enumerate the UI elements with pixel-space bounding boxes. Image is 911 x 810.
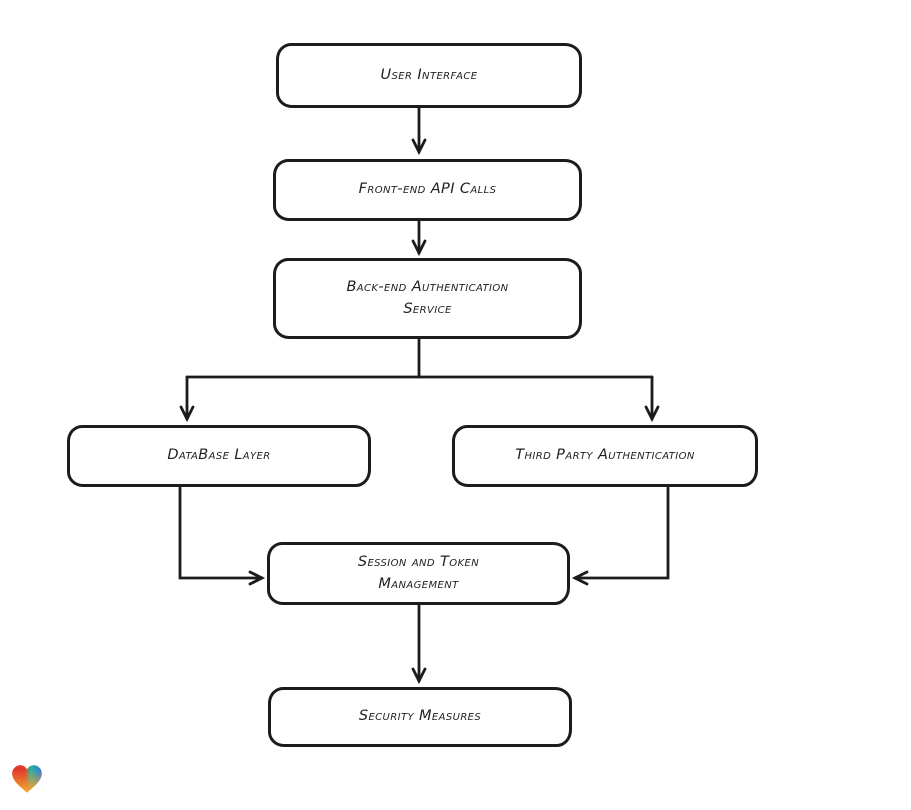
node-security-measures-label: Security Measures <box>358 708 482 725</box>
node-session-token-management[interactable]: Session and Token Management <box>267 542 570 605</box>
edge-database-to-session <box>178 486 266 586</box>
node-session-token-management-label: Session and Token Management <box>357 553 480 592</box>
node-user-interface-label: User Interface <box>380 66 478 83</box>
edge-thirdparty-to-session <box>571 486 670 586</box>
node-backend-authentication-service-label: Back-end Authentication Service <box>346 278 509 317</box>
eraser-heart-logo-icon[interactable] <box>10 762 44 796</box>
node-frontend-api-calls[interactable]: Front-end API Calls <box>273 159 582 221</box>
node-database-layer-label: DataBase Layer <box>167 447 271 464</box>
node-third-party-authentication-label: Third Party Authentication <box>515 447 695 464</box>
node-backend-authentication-service[interactable]: Back-end Authentication Service <box>273 258 582 339</box>
node-security-measures[interactable]: Security Measures <box>268 687 572 747</box>
node-user-interface[interactable]: User Interface <box>276 43 582 108</box>
node-frontend-api-calls-label: Front-end API Calls <box>358 181 497 198</box>
node-third-party-authentication[interactable]: Third Party Authentication <box>452 425 758 487</box>
node-database-layer[interactable]: DataBase Layer <box>67 425 371 487</box>
